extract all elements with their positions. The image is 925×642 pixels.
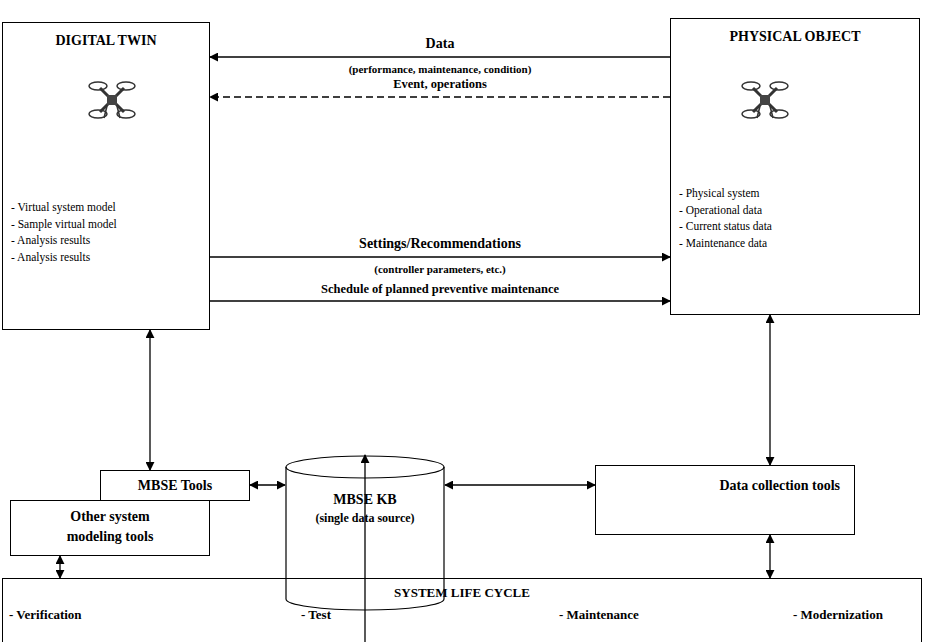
node-heading: DIGITAL TWIN: [11, 33, 201, 49]
node-text: - Current status data: [679, 218, 911, 235]
note-label: (performance, maintenance, condition): [346, 63, 535, 75]
node-text: - Maintenance data: [679, 235, 911, 252]
node-text: - Maintenance: [559, 607, 639, 623]
process-box: DIGITAL TWIN - Virtual system model- Samp…: [2, 22, 210, 330]
node-text: - Test: [301, 607, 331, 623]
connector: [210, 56, 670, 57]
cylinder-top: [286, 456, 444, 478]
drone-icon: [742, 82, 788, 118]
node-heading: MBSE KB: [291, 491, 439, 510]
edge-label: Settings/Recommendations: [356, 236, 524, 252]
node-text: (single data source): [291, 510, 439, 526]
connector: [250, 484, 285, 485]
process-box: PHYSICAL OBJECT - Physical system- Operat…: [670, 18, 920, 315]
edge-label: Data: [423, 36, 458, 52]
connector: [59, 556, 60, 578]
node-heading: PHYSICAL OBJECT: [679, 29, 911, 45]
connector: [210, 96, 670, 97]
process-box: MBSE Tools: [100, 470, 250, 501]
node-heading: MBSE Tools: [107, 476, 243, 496]
process-box: Other system modeling tools: [10, 500, 210, 556]
connector: [210, 256, 670, 257]
node-heading: SYSTEM LIFE CYCLE: [9, 585, 915, 601]
connector: [364, 455, 365, 642]
node-text: - Analysis results: [11, 232, 201, 249]
connector: [445, 484, 595, 485]
note-label: (controller parameters, etc.): [371, 263, 509, 275]
connector: [210, 300, 670, 301]
process-box: SYSTEM LIFE CYCLE - Verification - Test - M…: [2, 578, 922, 642]
node-text: - Verification: [9, 607, 82, 623]
connector: [149, 330, 150, 470]
node-heading: Other system modeling tools: [45, 507, 175, 548]
edge-label: Event, operations: [390, 77, 490, 92]
process-box: Data collection tools: [595, 465, 855, 535]
connector: [769, 535, 770, 578]
node-text: - Operational data: [679, 202, 911, 219]
drone-icon: [89, 82, 135, 118]
node-text: - Sample virtual model: [11, 216, 201, 233]
node-text: - Modernization: [793, 607, 883, 623]
edge-label: Schedule of planned preventive maintenan…: [318, 282, 562, 297]
connector: [769, 315, 770, 465]
node-text: - Physical system: [679, 185, 911, 202]
node-heading: Data collection tools: [602, 476, 848, 496]
node-text: - Analysis results: [11, 249, 201, 266]
node-text: - Virtual system model: [11, 199, 201, 216]
